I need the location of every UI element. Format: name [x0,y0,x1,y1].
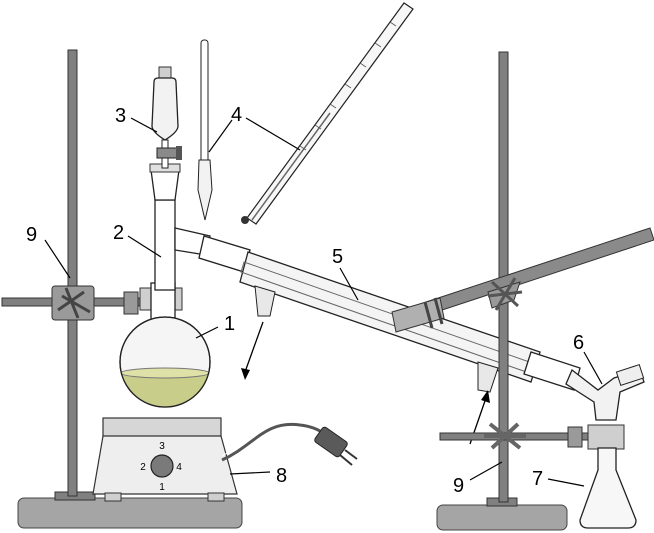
leader-9-left [44,239,71,279]
water-in-arrowhead [481,390,490,403]
leader-2 [127,235,162,258]
water-out-arrow-line [244,321,264,373]
label-still-head: 2 [113,222,124,244]
left-stand [17,49,243,529]
label-clamp-left: 9 [26,224,37,246]
condenser-water-port-lower [477,361,499,393]
leader-8 [229,471,271,475]
condenser-outlet-joint [523,351,581,391]
leader-lines [44,117,603,487]
leader-3 [130,117,158,133]
label-thermometers: 4 [231,104,242,126]
plug-prong-1 [339,454,353,466]
leader-4a [208,119,233,153]
dial-mark-bottom: 1 [159,482,165,493]
label-condenser: 5 [332,246,343,268]
adapter-clamp [587,424,625,450]
funnel-stopcock[interactable] [156,147,180,159]
left-boss-screw [57,287,91,319]
erlenmeyer-flask [579,447,637,529]
callout-labels: 1 2 3 4 5 6 7 8 9 9 [26,104,584,497]
hot-plate-foot-left [104,492,122,502]
plug-prong-2 [344,449,358,460]
right-stand-base [436,504,568,531]
label-vacuum-adapter: 6 [573,332,584,354]
right-clamp-jaw [567,426,583,448]
funnel-body [151,77,179,141]
thermometer-vertical-adapter [197,159,213,221]
condenser-clamp-screw [423,297,444,329]
thermometer-column [251,112,331,221]
label-receiving-flask: 7 [532,468,543,490]
vacuum-port [615,364,645,386]
dial-mark-top: 3 [159,441,165,452]
liquid-surface [120,367,210,379]
thermometer-vertical [197,39,213,221]
left-stand-rod [67,49,78,497]
leader-7 [547,478,585,487]
hot-plate-top [102,417,222,439]
left-clamp-jaw [123,291,139,315]
condenser-clamp-assembly [391,227,654,333]
hot-plate-foot-right [207,492,225,502]
dial-mark-right: 4 [176,462,182,473]
vacuum-adapter [565,364,645,421]
condenser-boss-screw [487,277,523,311]
thermometer-scale [299,21,397,151]
condenser-water-port-upper [254,285,276,317]
right-boss-screw [484,422,526,450]
condenser [198,235,581,393]
hot-plate-knob[interactable] [150,454,174,478]
water-flow-arrows [241,321,490,445]
thermometer-diagonal [241,2,414,225]
thermometer-bulb [241,216,249,224]
receiving-flask [579,447,637,529]
dropping-funnel [151,66,182,169]
condenser-jacket [239,251,541,383]
leader-5 [339,267,359,301]
leader-6 [583,351,603,385]
water-out-arrowhead [241,368,250,380]
flask-liquid [120,371,210,407]
right-clamp-assembly [439,422,625,450]
flask-outline [119,316,211,408]
label-hot-plate: 8 [276,465,287,487]
leader-1 [195,326,219,339]
left-stand-base [17,497,243,529]
leader-9-right [469,461,503,481]
dial-mark-left: 2 [140,462,146,473]
still-head-vertical [154,199,176,291]
label-clamp-right: 9 [453,475,464,497]
power-plug [314,426,348,458]
condenser-clamp-arm [419,227,654,317]
hot-plate: 3 2 4 1 [92,417,358,502]
leader-4b [245,117,301,151]
label-dropping-funnel: 3 [115,105,126,127]
label-round-bottom-flask: 1 [224,313,235,335]
round-bottom-flask [119,282,211,408]
still-head-adapter [150,169,180,201]
stopcock-handle[interactable] [176,146,182,160]
